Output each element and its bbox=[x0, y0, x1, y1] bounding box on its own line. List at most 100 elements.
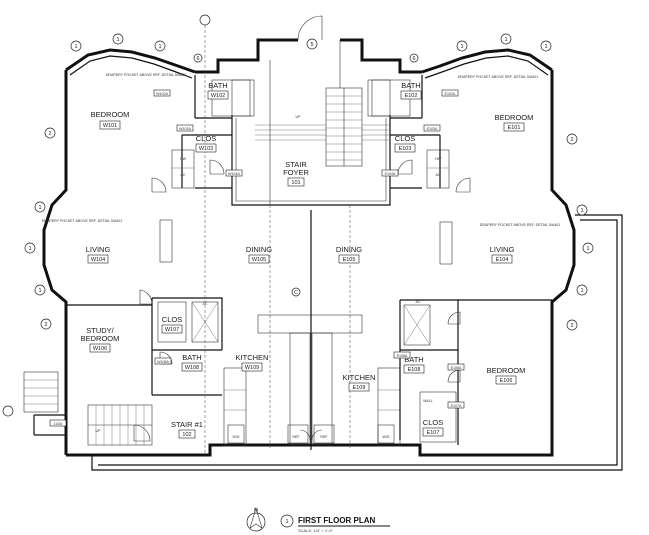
ac-label-e2: AC bbox=[416, 300, 421, 304]
wd-label-e: W/D bbox=[383, 435, 390, 439]
room-code-102: 102 bbox=[182, 432, 191, 438]
door-tag-w102a: W102A bbox=[156, 92, 168, 96]
door-tag-e103a: E103A bbox=[427, 127, 438, 131]
room-code-e104: E104 bbox=[496, 257, 509, 263]
exterior-walls bbox=[33, 38, 623, 471]
drapery-note-w: DRAPERY POCKET ABOVE REF. DETAIL 5/A401 bbox=[42, 219, 123, 223]
room-code-w107: W107 bbox=[165, 327, 179, 333]
room-code-e101: E101 bbox=[508, 125, 521, 131]
room-code-e103: E103 bbox=[399, 146, 412, 152]
room-code-e105: E105 bbox=[343, 257, 356, 263]
annotation-notes: DRAPERY POCKET ABOVE REF. DETAIL 5/A401 … bbox=[42, 73, 561, 439]
door-tag-e106a: E106A bbox=[451, 366, 462, 370]
drapery-note-e: DRAPERY POCKET ABOVE REF. DETAIL 5/A401 bbox=[480, 223, 561, 227]
grid-label-1g: 1 bbox=[460, 44, 463, 50]
room-name-clos-w103: CLOS bbox=[196, 134, 216, 143]
ac-label-e: AC bbox=[436, 173, 441, 177]
hw-label-w: HW bbox=[180, 157, 187, 161]
room-code-e102: E102 bbox=[405, 93, 418, 99]
room-code-w105: W105 bbox=[252, 257, 266, 263]
ac-label-w2: AC bbox=[203, 302, 208, 306]
room-name-bedroom-w106: BEDROOM bbox=[81, 334, 120, 343]
room-name-bedroom-e106: BEDROOM bbox=[487, 366, 526, 375]
door-tags: W102A W103A W104A E104A E102A E103A W108… bbox=[49, 89, 465, 427]
ref-label-e: REF bbox=[320, 435, 328, 439]
door-tag-e108a: E108A bbox=[397, 354, 408, 358]
room-code-w102: W102 bbox=[211, 93, 225, 99]
room-name-kitchen-w109: KITCHEN bbox=[236, 353, 269, 362]
door-tag-e107a: E107A bbox=[451, 404, 462, 408]
grid-label-1k: 1 bbox=[586, 246, 589, 252]
wd-label-w: W/D bbox=[233, 435, 240, 439]
room-name-study: STUDY/ bbox=[86, 326, 114, 335]
grid-label-6b: 6 bbox=[412, 56, 415, 62]
room-name-clos-e103: CLOS bbox=[395, 134, 415, 143]
room-name-bath-w102: BATH bbox=[208, 81, 227, 90]
hw-label-e: HW bbox=[435, 157, 442, 161]
room-code-w103: W103 bbox=[199, 146, 213, 152]
room-name-dining-e105: DINING bbox=[336, 245, 362, 254]
drawing-title: FIRST FLOOR PLAN bbox=[298, 516, 376, 525]
room-name-foyer: FOYER bbox=[283, 168, 309, 177]
grid-label-2b: 2 bbox=[44, 322, 47, 328]
room-name-bath-e108: BATH bbox=[404, 355, 423, 364]
room-code-e108: E108 bbox=[408, 367, 421, 373]
room-name-bedroom-w101: BEDROOM bbox=[91, 110, 130, 119]
room-name-living-e104: LIVING bbox=[490, 245, 515, 254]
grid-label-2a: 2 bbox=[48, 131, 51, 137]
north-arrow-label: N bbox=[254, 508, 258, 514]
grid-label-1h: 1 bbox=[504, 37, 507, 43]
ac-label-w: AC bbox=[181, 173, 186, 177]
room-name-living-w104: LIVING bbox=[86, 245, 111, 254]
grid-bubbles bbox=[2, 14, 594, 455]
grid-bubble-labels: 1 1 1 2 1 1 1 2 5 1 1 1 2 1 1 1 2 6 6 C bbox=[28, 37, 589, 329]
room-name-clos-w107: CLOS bbox=[162, 315, 182, 324]
room-name-bath-w108: BATH bbox=[182, 353, 201, 362]
room-code-w109: W109 bbox=[245, 365, 259, 371]
grid-label-1b: 1 bbox=[116, 37, 119, 43]
grid-label-1a: 1 bbox=[74, 44, 77, 50]
wall-label-e: WALL bbox=[423, 399, 433, 403]
grid-label-6a: 6 bbox=[196, 56, 199, 62]
room-code-e107: E107 bbox=[427, 430, 440, 436]
door-tag-w108a: W108A bbox=[157, 360, 169, 364]
detail-number: 1 bbox=[285, 519, 288, 525]
door-tag-102a: 102A bbox=[54, 422, 63, 426]
ref-label-w: REF bbox=[292, 435, 300, 439]
door-swings bbox=[133, 15, 471, 442]
room-name-clos-e107: CLOS bbox=[423, 418, 443, 427]
drawing-scale: SCALE: 1/4" = 1'-0" bbox=[298, 528, 333, 533]
title-block: N 1 FIRST FLOOR PLAN SCALE: 1/4" = 1'-0" bbox=[246, 506, 390, 533]
room-name-kitchen-e109: KITCHEN bbox=[343, 373, 376, 382]
room-code-e106: E106 bbox=[500, 378, 513, 384]
grid-label-1d: 1 bbox=[38, 205, 41, 211]
room-name-dining-w105: DINING bbox=[246, 245, 272, 254]
grid-label-1l: 1 bbox=[580, 288, 583, 294]
room-name-stair: STAIR bbox=[285, 160, 307, 169]
room-code-e109: E109 bbox=[353, 385, 366, 391]
room-code-w101: W101 bbox=[103, 123, 117, 129]
grid-label-2d: 2 bbox=[570, 323, 573, 329]
up-arrow-stair: UP bbox=[96, 429, 102, 433]
up-arrow-foyer: UP bbox=[296, 115, 302, 119]
grid-label-1j: 1 bbox=[580, 208, 583, 214]
room-code-w104: W104 bbox=[91, 257, 105, 263]
grid-label-c: C bbox=[294, 290, 298, 296]
drapery-note-ne: DRAPERY POCKET ABOVE REF. DETAIL 5/A401 bbox=[458, 75, 539, 79]
door-tag-w104a: W104A bbox=[228, 172, 240, 176]
room-labels: BEDROOM W101 BATH W102 CLOS W103 STAIR F… bbox=[81, 81, 534, 439]
grid-label-1e: 1 bbox=[28, 246, 31, 252]
room-name-stair-102: STAIR #1 bbox=[171, 420, 203, 429]
interior-walls bbox=[23, 40, 552, 450]
room-code-w106: W106 bbox=[93, 346, 107, 352]
room-name-bedroom-e101: BEDROOM bbox=[495, 113, 534, 122]
grid-label-1i: 1 bbox=[544, 44, 547, 50]
drapery-note-nw: DRAPERY POCKET ABOVE REF. DETAIL 5/A401 bbox=[106, 73, 187, 77]
grid-label-1f: 1 bbox=[38, 288, 41, 294]
door-tag-e102a: E102A bbox=[445, 92, 456, 96]
door-tag-w103a: W103A bbox=[179, 127, 191, 131]
grid-label-5: 5 bbox=[310, 42, 313, 48]
grid-label-2c: 2 bbox=[570, 137, 573, 143]
door-tag-e104a: E104A bbox=[385, 172, 396, 176]
